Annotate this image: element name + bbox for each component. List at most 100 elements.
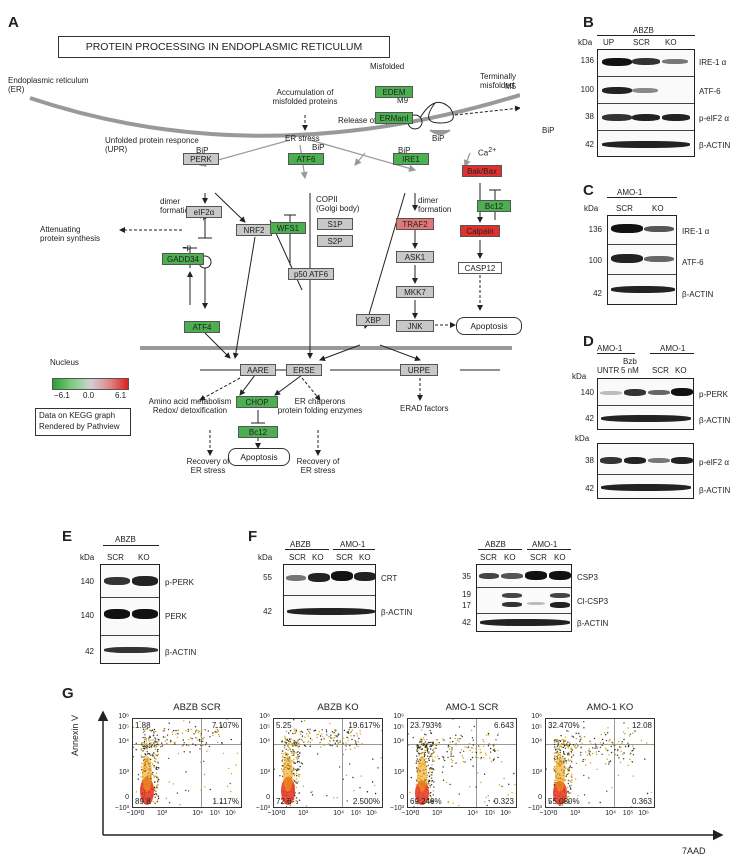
node-urpe: URPE [400, 364, 438, 376]
bip-label-1: BiP [432, 134, 445, 143]
flow-xtick: 10⁴ [192, 810, 203, 817]
flow-xtick: 10³ [157, 810, 168, 817]
color-legend-bar [52, 378, 129, 390]
minus-p-label: −p [182, 243, 192, 252]
blot-f2-lane-1: SCR [480, 553, 497, 562]
blot-f2-mw-4: 42 [462, 618, 471, 627]
attenuating-label: Attenuating protein synthesis [40, 225, 101, 243]
quadrant-lr: 0.323 [493, 797, 514, 806]
quadrant-ll: 69.240% [410, 797, 442, 806]
blot-f2-mw-1: 35 [462, 572, 471, 581]
aa-metabolism-label: Amino acid metabolism Redox/ detoxificat… [148, 397, 232, 415]
panel-letter-d: D [583, 333, 594, 350]
flow-ytick: 0 [400, 794, 404, 801]
node-erse: ERSE [286, 364, 322, 376]
blot-e-lane-1: SCR [107, 553, 124, 562]
data-note-box: Data on KEGG graph Rendered by Pathview [35, 408, 131, 436]
panel-letter-b: B [583, 14, 594, 31]
blot-b-label-4: β-ACTIN [699, 141, 731, 150]
flow-ytick: 0 [266, 794, 270, 801]
quadrant-ll: 55.080% [548, 797, 580, 806]
flow-xtick: 10⁶ [225, 810, 236, 817]
blot-b-label-1: IRE-1 α [699, 58, 727, 67]
legend-min: −6.1 [54, 391, 70, 400]
panel-letter-g: G [62, 685, 74, 702]
quadrant-ur: 6.643 [493, 721, 514, 730]
blot-e-membrane [100, 564, 160, 664]
flow-xtick: 10⁴ [467, 810, 478, 817]
apoptosis-node-2: Apoptosis [228, 448, 290, 466]
misfolded-label: Misfolded [370, 62, 405, 71]
blot-b-title: ABZB [633, 26, 654, 35]
blot-b-mw-4: 42 [585, 140, 594, 149]
panel-letter-a: A [8, 14, 19, 31]
blot-f2-label-2: Cl-CSP3 [577, 597, 609, 606]
flow-xtick: 10⁶ [500, 810, 511, 817]
dimer-formation-2: dimer formation [418, 196, 452, 214]
blot-d-label-4: β-ACTIN [699, 486, 731, 495]
recovery-label-1: Recovery of ER stress [186, 457, 230, 475]
quadrant-lr: 2.500% [352, 797, 380, 806]
blot-c-lane-1: SCR [616, 204, 633, 213]
blot-e-label-3: β-ACTIN [165, 648, 197, 657]
blot-d-label-2: β-ACTIN [699, 416, 731, 425]
node-casp12: CASP12 [458, 262, 502, 274]
blot-f1-title-1: ABZB [290, 540, 311, 549]
blot-d-lane-2: Bzb 5 nM [621, 357, 639, 375]
flow-ytick: −10³ [114, 804, 129, 812]
blot-f1-title-2: AMO-1 [340, 540, 366, 549]
blot-f1-mw-1: 55 [263, 573, 272, 582]
blot-f1-lane-3: SCR [336, 553, 353, 562]
blot-d-mw-2: 42 [585, 414, 594, 423]
flow-ytick: 0 [125, 794, 129, 801]
node-gadd34: GADD34 [162, 253, 204, 265]
bip-atf6: BiP [312, 143, 325, 152]
flow-ytick: −10³ [389, 804, 404, 812]
flow-ytick: 10⁵ [531, 723, 542, 731]
blot-f2-lane-2: KO [504, 553, 516, 562]
blot-e-mw-2: 140 [80, 611, 94, 620]
pathway-title: PROTEIN PROCESSING IN ENDOPLASMIC RETICU… [58, 36, 390, 58]
quadrant-ur: 12.08 [631, 721, 652, 730]
blot-c-mw-1: 136 [588, 225, 602, 234]
blot-f2-label-4: β-ACTIN [577, 619, 609, 628]
node-p50-atf6: p50 ATF6 [288, 268, 334, 280]
blot-d-membrane-2 [597, 443, 694, 499]
blot-c-membrane [607, 215, 677, 305]
flow-xtick: −10³ [267, 810, 282, 817]
flow-plot-title: AMO-1 SCR [445, 702, 499, 713]
blot-f1-lane-4: KO [359, 553, 371, 562]
flow-xtick: 10⁴ [333, 810, 344, 817]
blot-d-mw-1: 140 [580, 388, 594, 397]
er-chaperons-label: ER chaperons protein folding enzymes [277, 397, 363, 415]
blot-b-label-2: ATF-6 [699, 87, 721, 96]
blot-f2-lane-3: SCR [530, 553, 547, 562]
flow-ytick: 10³ [118, 768, 129, 776]
blot-f2-membrane [476, 564, 572, 632]
node-jnk: JNK [396, 320, 434, 332]
blot-b-kda: kDa [578, 38, 593, 47]
blot-b-lane-3: KO [665, 38, 677, 47]
quadrant-ul: 1.88 [135, 721, 151, 730]
flow-xtick: 10⁶ [638, 810, 649, 817]
node-aare: AARE [240, 364, 276, 376]
m5-label: M5 [505, 82, 517, 91]
blot-d-kda-2: kDa [575, 434, 590, 443]
blot-c-mw-2: 100 [588, 256, 602, 265]
node-s2p: S2P [317, 235, 353, 247]
blot-e-label-2: PERK [165, 612, 187, 621]
blot-f2-label-1: CSP3 [577, 573, 598, 582]
er-stress-label: ER stress [285, 134, 320, 143]
blot-d-label-3: p-eIF2 α [699, 458, 729, 467]
m9-label: M9 [397, 96, 409, 105]
blot-b-membrane [597, 49, 695, 157]
flow-ytick: 10⁶ [259, 713, 270, 720]
node-ire1: IRE1 [393, 153, 429, 165]
flow-ytick: 10⁶ [531, 713, 542, 720]
flow-xtick: −10³ [401, 810, 416, 817]
terminally-misfolded-label: Terminally misfolded [480, 72, 517, 90]
blot-c-label-3: β-ACTIN [682, 290, 714, 299]
